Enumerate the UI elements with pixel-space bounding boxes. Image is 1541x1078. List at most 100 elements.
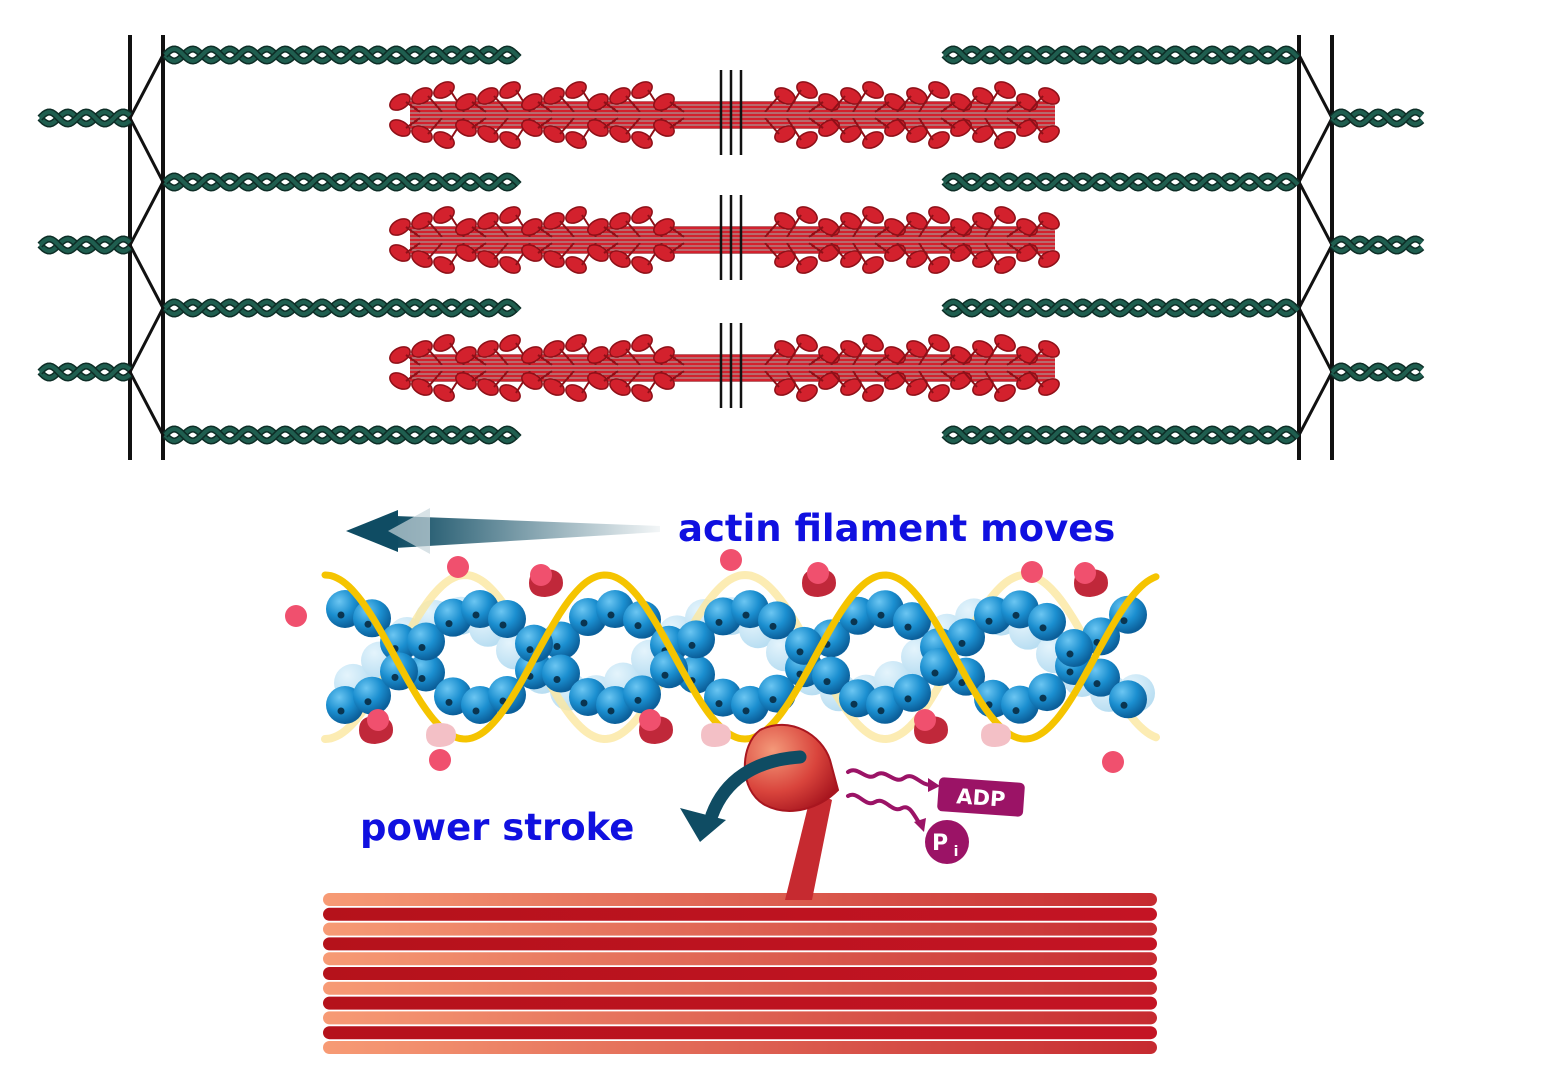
- myosin-head-small: [950, 218, 972, 236]
- myosin-head-small: [433, 334, 455, 352]
- myosin-head-small: [587, 218, 609, 236]
- myosin-head-small: [565, 206, 587, 224]
- actin-bead: [893, 673, 931, 712]
- thin-filament-left: [162, 172, 522, 192]
- actin-bead: [488, 599, 526, 638]
- myosin-head-small: [521, 93, 543, 111]
- myosin-head-small: [521, 346, 543, 364]
- calcium-ion: [367, 709, 389, 731]
- thin-filament-right: [941, 45, 1301, 65]
- wavy-arrow-icon: [846, 768, 940, 832]
- myosin-head-small: [455, 218, 477, 236]
- myosin-head-small: [631, 384, 653, 402]
- myosin-head-small: [609, 125, 631, 143]
- myosin-head-small: [1038, 87, 1060, 105]
- myosin-head-small: [565, 256, 587, 274]
- myosin-head-small: [818, 93, 840, 111]
- actin-bead: [1028, 673, 1066, 712]
- myosin-head-small: [543, 250, 565, 268]
- myosin-head-small: [653, 218, 675, 236]
- myosin-head-small: [521, 372, 543, 390]
- thin-filament-edge-left: [37, 362, 133, 382]
- myosin-head-small: [994, 256, 1016, 274]
- pi-label: P: [932, 831, 948, 856]
- myosin-head-small: [818, 244, 840, 262]
- calcium-ion: [530, 564, 552, 586]
- myosin-head-small: [477, 340, 499, 358]
- myosin-head-small: [1038, 340, 1060, 358]
- myosin-head-small: [433, 131, 455, 149]
- myosin-head-small: [455, 93, 477, 111]
- actin-bead: [1055, 629, 1093, 668]
- thin-filament-right: [941, 425, 1301, 445]
- myosin-head-small: [499, 206, 521, 224]
- myosin-head-small: [521, 218, 543, 236]
- tropomyosin-strand: [321, 571, 1160, 743]
- myosin-head-small: [796, 81, 818, 99]
- myosin-head-small: [994, 206, 1016, 224]
- calcium-ion: [720, 549, 742, 571]
- thick-filament-strand: [323, 907, 1157, 921]
- myosin-head-small: [543, 125, 565, 143]
- myosin-head-small: [411, 378, 433, 396]
- calcium-ion: [447, 556, 469, 578]
- thick-filament-strand: [323, 1041, 1157, 1054]
- calcium-ion: [914, 709, 936, 731]
- myosin-head-small: [521, 119, 543, 137]
- myosin-head-small: [631, 206, 653, 224]
- myosin-head-small: [994, 384, 1016, 402]
- myosin-head-small: [609, 87, 631, 105]
- arrow-left-icon: [346, 508, 660, 554]
- myosin-head-small: [950, 244, 972, 262]
- myosin-head-small: [1038, 212, 1060, 230]
- myosin-head-small: [884, 93, 906, 111]
- thin-filament-edge-left: [37, 108, 133, 128]
- actin-bead: [893, 602, 931, 641]
- myosin-head-small: [631, 81, 653, 99]
- thick-filament-detail: [323, 893, 1157, 1054]
- myosin-head-small: [653, 244, 675, 262]
- myosin-head-small: [1016, 119, 1038, 137]
- myosin-head-small: [994, 131, 1016, 149]
- myosin-head-small: [499, 131, 521, 149]
- myosin-head-small: [631, 334, 653, 352]
- actin-bead: [1028, 602, 1066, 641]
- myosin-head-small: [477, 212, 499, 230]
- actin-bead: [353, 676, 391, 715]
- myosin-head-small: [631, 131, 653, 149]
- myosin-head-small: [928, 384, 950, 402]
- myosin-head-small: [950, 372, 972, 390]
- pi-subscript: i: [954, 844, 959, 860]
- troponin-back: [701, 723, 731, 747]
- myosin-head-small: [587, 346, 609, 364]
- myosin-head-small: [411, 250, 433, 268]
- thick-filaments: [389, 70, 1060, 408]
- calcium-ion: [639, 709, 661, 731]
- myosin-head-small: [862, 206, 884, 224]
- myosin-head-small: [609, 340, 631, 358]
- thin-filament-left: [162, 298, 522, 318]
- actin-bead: [758, 601, 796, 640]
- myosin-head-small: [587, 119, 609, 137]
- myosin-head-small: [928, 206, 950, 224]
- myosin-head-small: [543, 340, 565, 358]
- thick-filament-strand: [323, 981, 1157, 995]
- myosin-head-small: [521, 244, 543, 262]
- myosin-head-small: [543, 212, 565, 230]
- myosin-filament: [389, 70, 1060, 155]
- myosin-head-small: [653, 372, 675, 390]
- actin-bead: [515, 624, 553, 663]
- myosin-head-small: [499, 81, 521, 99]
- actin-filament-moves-label: actin filament moves: [678, 507, 1115, 550]
- myosin-head-small: [862, 384, 884, 402]
- myosin-head-small: [455, 372, 477, 390]
- myosin-head-small: [796, 334, 818, 352]
- myosin-head-small: [433, 256, 455, 274]
- myosin-head-small: [389, 372, 411, 390]
- myosin-head-small: [499, 384, 521, 402]
- thin-filament-edge-right: [1329, 235, 1425, 255]
- thin-filament-edge-right: [1329, 362, 1425, 382]
- myosin-head: [743, 723, 840, 900]
- myosin-head-small: [543, 87, 565, 105]
